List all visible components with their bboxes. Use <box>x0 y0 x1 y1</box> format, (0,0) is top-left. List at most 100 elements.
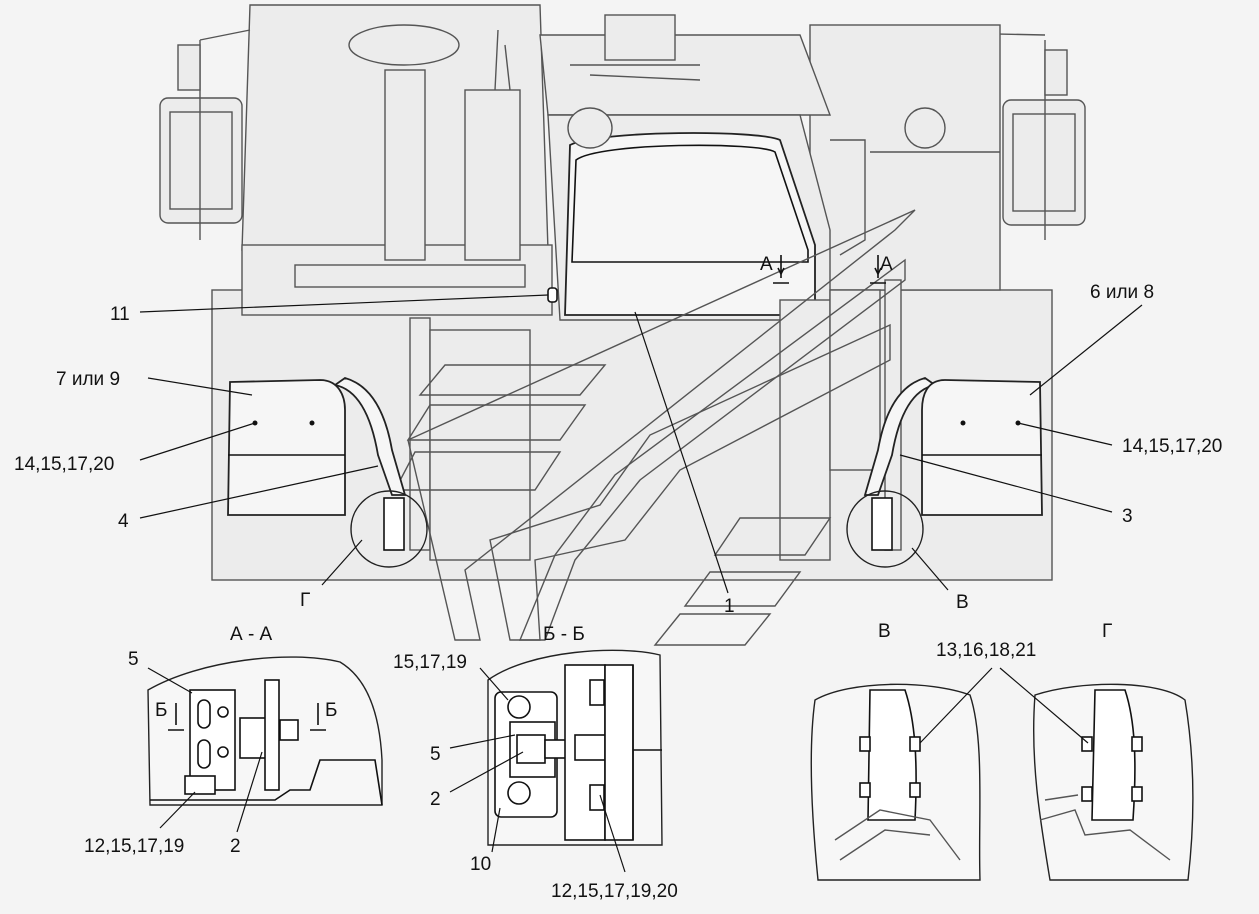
cab-main-view <box>159 4 1086 646</box>
right-mirror <box>1002 99 1086 226</box>
detail-section-bb <box>449 649 663 873</box>
aa-plate <box>264 679 280 791</box>
handle-3 <box>863 377 938 496</box>
detail-view-g <box>1033 683 1194 881</box>
aa-label-12: 12,15,17,19 <box>84 836 184 857</box>
right-bracket-plate <box>829 289 881 471</box>
bb-panel-edge <box>632 665 662 840</box>
top-mechanism <box>604 14 676 61</box>
bb-label-15: 15,17,19 <box>393 652 467 673</box>
v-bolt-2 <box>909 736 921 752</box>
detail-view-v <box>810 683 981 881</box>
g-floor-lines <box>1039 794 1171 861</box>
v-bolt-4 <box>909 782 921 798</box>
bb-label-5: 5 <box>430 744 441 765</box>
aa-hole-2 <box>217 746 229 758</box>
aa-slot-1 <box>197 699 211 729</box>
latch-11 <box>547 287 558 303</box>
levers <box>494 29 511 91</box>
v-title: В <box>878 621 891 642</box>
label-11: 11 <box>110 304 130 325</box>
aa-bracket-5 <box>189 689 236 791</box>
aa-label-cut-b-left: Б <box>155 700 167 721</box>
detail-circle-v <box>846 490 924 568</box>
g-bolt-3 <box>1081 786 1093 802</box>
label-1: 1 <box>724 596 735 617</box>
bb-nut-bottom <box>507 781 531 805</box>
lever-housing <box>464 89 521 261</box>
right-mirror-glass <box>1012 113 1076 212</box>
top-rods <box>570 64 701 81</box>
leader-13 <box>919 667 1089 744</box>
console-plate <box>294 264 526 288</box>
v-bolt-3 <box>859 782 871 798</box>
label-13: 13,16,18,21 <box>936 640 1036 661</box>
windshield-inner-edge <box>571 144 809 263</box>
aa-pin <box>279 719 299 741</box>
g-bolt-4 <box>1131 786 1143 802</box>
steering-column <box>384 69 426 261</box>
label-14-left: 14,15,17,20 <box>14 454 114 475</box>
section-a-arrows <box>777 267 882 276</box>
bb-title: Б - Б <box>543 624 585 645</box>
bb-nut-top <box>507 695 531 719</box>
label-cut-a-left: А <box>760 254 773 275</box>
left-lamp <box>567 107 613 149</box>
aa-floor-profile <box>150 759 383 806</box>
bb-block-2 <box>516 734 546 764</box>
steering-wheel <box>348 24 460 66</box>
leader-lines <box>139 294 1143 594</box>
wiper-pipe <box>830 139 866 256</box>
section-a-cut-marks <box>773 255 886 284</box>
aa-cut-marks <box>168 703 326 731</box>
g-bolt-2 <box>1131 736 1143 752</box>
label-7-or-9: 7 или 9 <box>56 369 120 390</box>
left-inner-structure <box>429 329 531 561</box>
label-4: 4 <box>118 511 129 532</box>
right-inner-structure <box>779 299 831 561</box>
fender-left <box>227 379 346 516</box>
left-mirror-mount <box>177 44 201 91</box>
right-lamp <box>904 107 946 149</box>
label-3: 3 <box>1122 506 1133 527</box>
fender-right <box>921 379 1043 516</box>
aa-label-2: 2 <box>230 836 241 857</box>
step-outlines <box>393 209 916 646</box>
bb-bracket <box>574 734 606 761</box>
left-mirror-glass <box>169 111 233 210</box>
bb-bolt-bottom <box>589 784 605 811</box>
cab-roof <box>539 34 832 116</box>
handle-4-bracket <box>383 497 405 551</box>
right-panel <box>809 24 1001 291</box>
label-14-right: 14,15,17,20 <box>1122 436 1222 457</box>
right-mirror-mount <box>1044 49 1068 96</box>
handle-3-bracket <box>871 497 893 551</box>
bb-label-12: 12,15,17,19,20 <box>551 881 678 902</box>
fender-left-bolt-2 <box>309 420 315 426</box>
g-handle <box>1091 689 1136 821</box>
label-v: В <box>956 592 969 613</box>
bb-label-2: 2 <box>430 789 441 810</box>
g-bolt-1 <box>1081 736 1093 752</box>
label-g: Г <box>300 590 310 611</box>
bb-bolt-top <box>589 679 605 706</box>
aa-nut-12 <box>184 775 216 795</box>
aa-hole-1 <box>217 706 229 718</box>
v-floor-lines <box>834 809 961 861</box>
detail-section-aa <box>147 656 383 833</box>
fender-right-bolt-1 <box>960 420 966 426</box>
bb-panel <box>604 664 634 841</box>
bb-label-10: 10 <box>470 854 491 875</box>
aa-title: А - А <box>230 624 273 645</box>
detail-circle-g <box>350 490 428 568</box>
label-cut-a-right: А <box>880 254 893 275</box>
aa-label-5: 5 <box>128 649 139 670</box>
aa-slot-2 <box>197 739 211 769</box>
aa-label-cut-b-right: Б <box>325 700 337 721</box>
v-handle <box>867 689 917 821</box>
g-title: Г <box>1102 621 1112 642</box>
v-bolt-1 <box>859 736 871 752</box>
left-mirror <box>159 97 243 224</box>
